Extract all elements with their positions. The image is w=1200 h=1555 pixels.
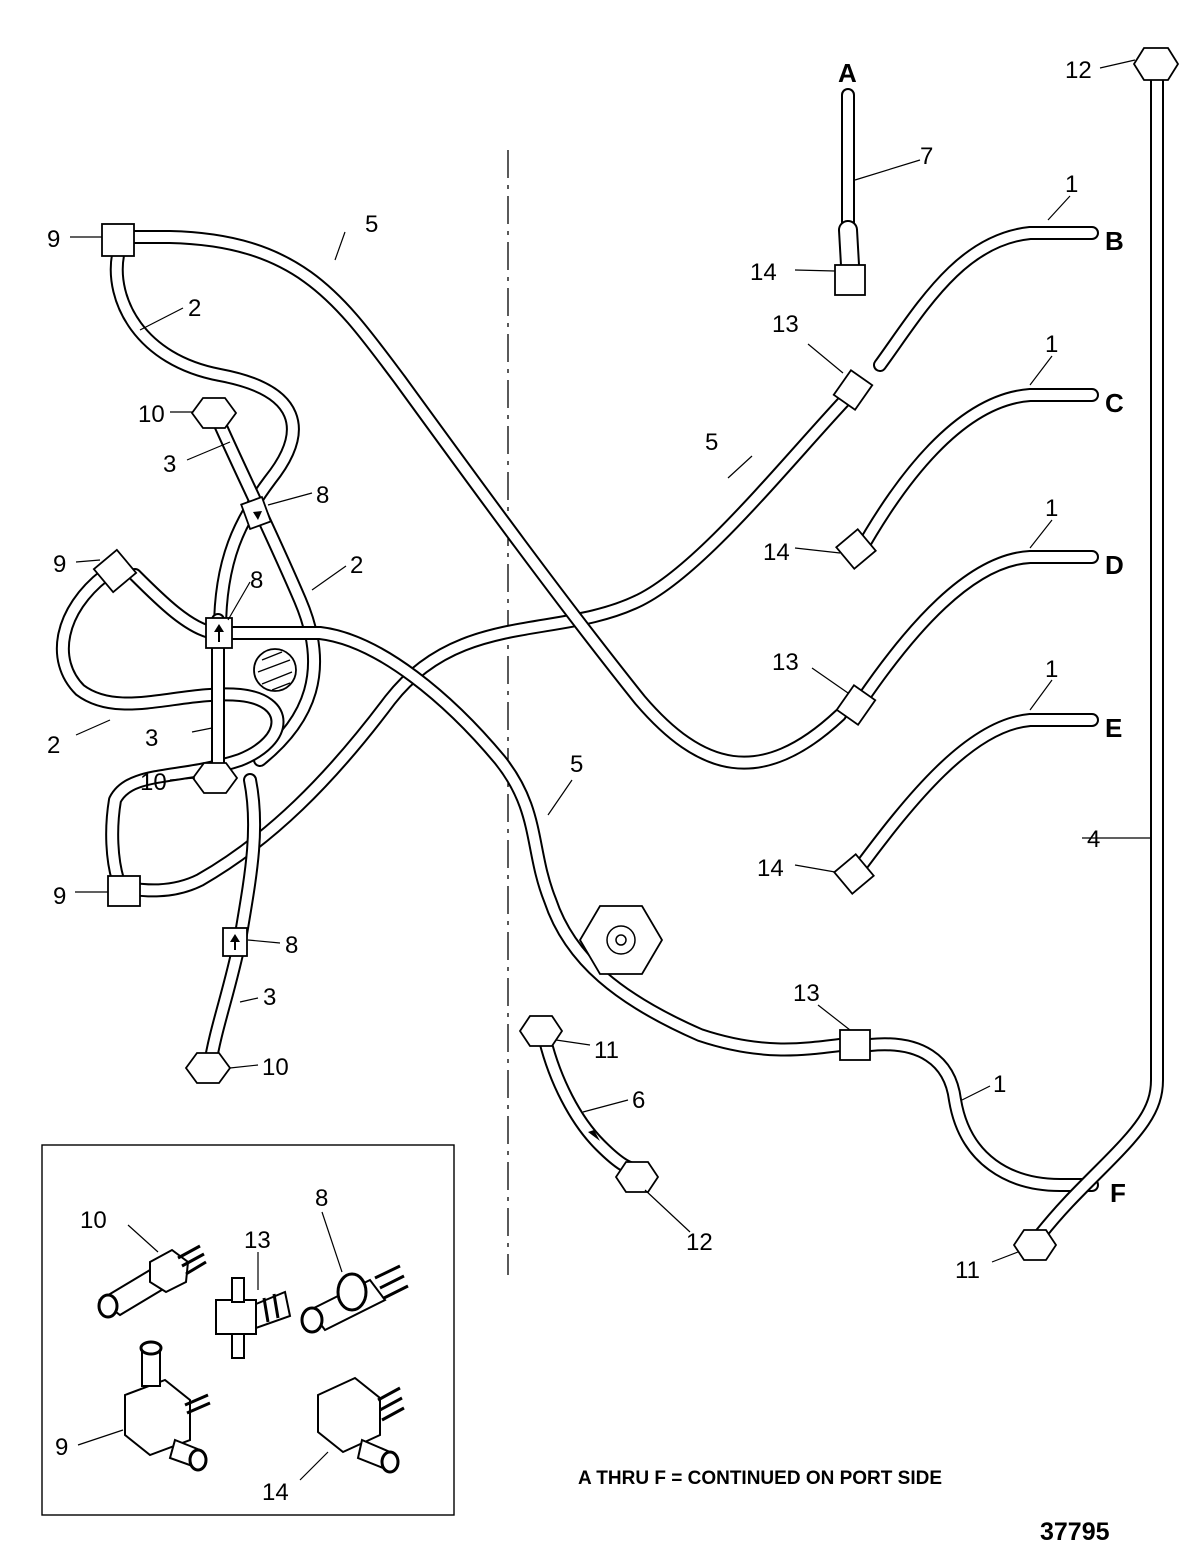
callout-8-b: 8: [250, 567, 263, 594]
callout-5: 5: [365, 211, 378, 238]
hose-group: [55, 73, 1164, 1242]
inset-callout-9: 9: [55, 1434, 68, 1461]
callout-2-c: 2: [47, 732, 60, 759]
inset-callout-8: 8: [315, 1185, 328, 1212]
callout-8-c: 8: [285, 932, 298, 959]
callout-10: 10: [138, 401, 165, 428]
leader-lines: [70, 59, 1150, 1263]
hose-3-lower: [203, 773, 262, 1072]
hose-6: [538, 1033, 647, 1177]
fitting-11-left: [518, 1015, 564, 1047]
callout-3-b: 3: [145, 725, 158, 752]
callout-13-b: 13: [772, 311, 799, 338]
callout-14-e: 14: [757, 855, 784, 882]
hose-1-f: [863, 1037, 1099, 1192]
fitting-9-middle: [92, 548, 138, 594]
callout-9-b: 9: [53, 551, 66, 578]
inset-part-9: [124, 1340, 211, 1472]
inset-part-10: [97, 1244, 207, 1319]
callouts: A B C D E F 9 5 2 10 3 8 9 2 8 2 3 10 9 …: [47, 57, 1126, 1284]
callout-12-bottom: 12: [686, 1229, 713, 1256]
inset-callout-13: 13: [244, 1227, 271, 1254]
callout-10-c: 10: [262, 1054, 289, 1081]
callout-9-c: 9: [53, 883, 66, 910]
fitting-12-top: [1132, 47, 1180, 81]
callout-10-b: 10: [140, 769, 167, 796]
letter-f: F: [1110, 1178, 1126, 1208]
fitting-12-bottom: [614, 1161, 660, 1193]
inset-callout-14: 14: [262, 1479, 289, 1506]
fitting-13-b: [832, 369, 874, 411]
inset-part-8: [300, 1264, 409, 1334]
callout-5-b: 5: [705, 429, 718, 456]
fitting-13-d: [835, 684, 877, 726]
callout-1-e: 1: [1045, 656, 1058, 683]
hose-5-diagonal: [128, 230, 847, 770]
callout-2: 2: [188, 295, 201, 322]
callout-14-c: 14: [763, 539, 790, 566]
inset-part-14: [317, 1376, 405, 1474]
callout-1-f: 1: [993, 1071, 1006, 1098]
fitting-11-right: [1012, 1229, 1058, 1261]
hose-9-to-tee: [128, 568, 222, 640]
fitting-10-bottom: [184, 1052, 232, 1084]
fitting-10-top: [190, 397, 238, 429]
fitting-14-a: [834, 264, 866, 296]
callout-9: 9: [47, 226, 60, 253]
check-valve-8-bottom: [222, 927, 248, 957]
fitting-10-middle: [191, 762, 239, 794]
letter-a: A: [838, 58, 857, 88]
callout-1-b: 1: [1065, 171, 1078, 198]
callout-6: 6: [632, 1087, 645, 1114]
hose-1-d: [855, 550, 1099, 707]
hose-1-b: [873, 226, 1099, 372]
fittings: [92, 47, 1180, 1261]
hose-2-loop: [55, 568, 285, 887]
port-side-note: A THRU F = CONTINUED ON PORT SIDE: [578, 1468, 942, 1489]
fitting-14-c: [835, 528, 877, 570]
hose-2-upper: [109, 248, 300, 637]
fitting-13-f: [839, 1029, 871, 1061]
fitting-9-top: [101, 223, 135, 257]
parts-inset: 10 13 8 9: [41, 1144, 455, 1516]
hose-5-upper: [118, 393, 852, 898]
callout-12-top: 12: [1065, 57, 1092, 84]
hose-7: [838, 88, 860, 275]
callout-13-f: 13: [793, 980, 820, 1007]
letter-c: C: [1105, 388, 1124, 418]
hose-5-lower: [223, 626, 847, 1057]
callout-7: 7: [920, 143, 933, 170]
callout-1-c: 1: [1045, 331, 1058, 358]
hose-3-upper: [211, 413, 321, 767]
callout-4: 4: [1087, 826, 1100, 853]
callout-1-d: 1: [1045, 495, 1058, 522]
letter-e: E: [1105, 713, 1122, 743]
callout-8: 8: [316, 482, 329, 509]
letter-d: D: [1105, 550, 1124, 580]
callout-3: 3: [163, 451, 176, 478]
hose-1-c: [851, 388, 1099, 562]
hose-4: [1033, 73, 1164, 1242]
callout-13-d: 13: [772, 649, 799, 676]
callout-14-a: 14: [750, 259, 777, 286]
fitting-14-e: [833, 853, 875, 895]
callout-2-b: 2: [350, 552, 363, 579]
letter-b: B: [1105, 226, 1124, 256]
callout-5-c: 5: [570, 751, 583, 778]
callout-11-right: 11: [955, 1257, 980, 1284]
hose-1-e: [851, 713, 1099, 877]
figure-number: 37795: [1040, 1518, 1110, 1546]
callout-11-left: 11: [594, 1037, 619, 1064]
inset-callout-10: 10: [80, 1207, 107, 1234]
inset-part-13: [215, 1277, 292, 1359]
fitting-9-bottom: [107, 875, 141, 907]
callout-3-c: 3: [263, 984, 276, 1011]
